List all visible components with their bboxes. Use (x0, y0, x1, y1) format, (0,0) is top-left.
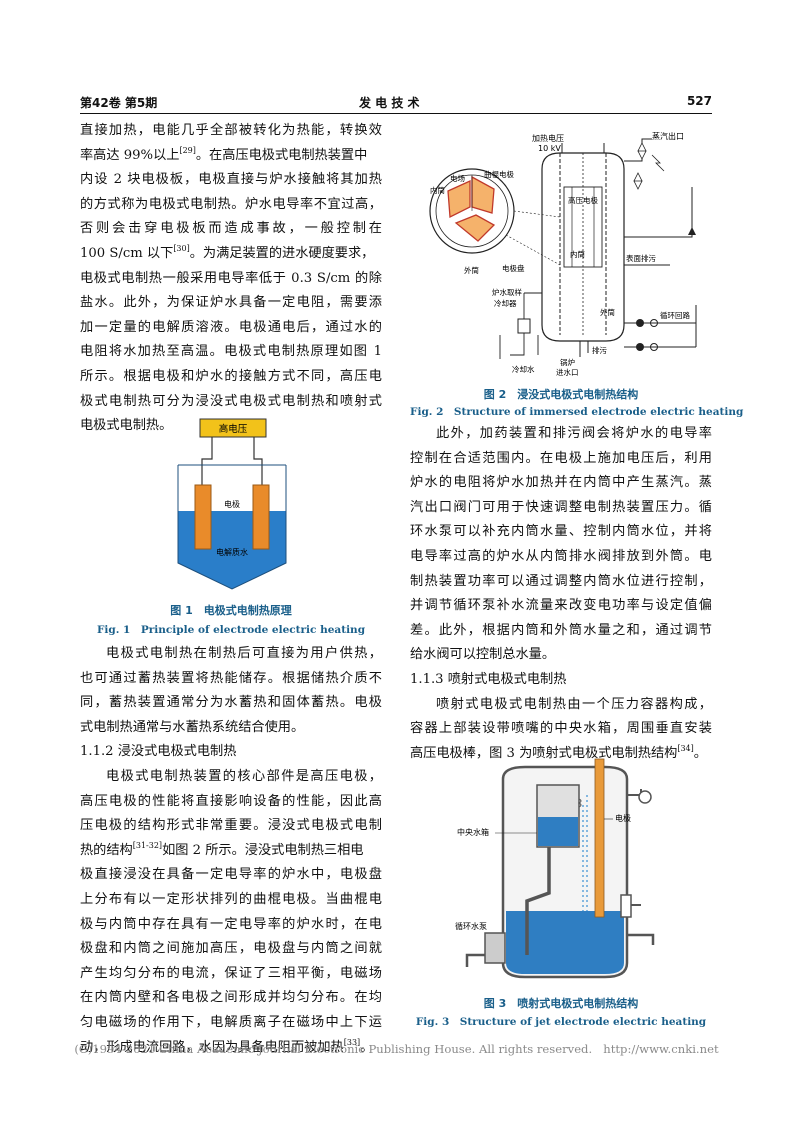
svg-text:高压电极: 高压电极 (568, 195, 598, 205)
journal-name: 发 电 技 术 (359, 96, 420, 110)
fig2-caption-en: Fig. 2 Structure of immersed electrode e… (410, 406, 744, 418)
fig2-caption-cn: 图 2 浸没式电极式电制热结构 (483, 388, 639, 401)
svg-text:循环水泵: 循环水泵 (455, 921, 487, 931)
fig3-pump (484, 932, 506, 964)
svg-text:电极盘: 电极盘 (502, 263, 525, 273)
svg-text:炉水取样: 炉水取样 (492, 287, 522, 297)
page-number: 527 (686, 94, 712, 108)
fig1-caption-cn: 图 1 电极式电制热原理 (170, 604, 292, 617)
fig1-electrode-left (194, 484, 212, 550)
fig3-diagram: 中央水箱 电极 循环水泵 (455, 758, 655, 979)
header-rule (80, 113, 712, 114)
svg-text:电极: 电极 (615, 813, 631, 823)
left-paragraph-2: 电极式电制热在制热后可直接为用户供热， 也可通过蓄热装置将热能储存。根据储热介质… (80, 646, 382, 1055)
copyright-footer: (C)1994-2021 China Academic Journal Elec… (74, 1042, 719, 1056)
fig1-electrode-label: 电极 (224, 499, 240, 509)
svg-text:进水口: 进水口 (556, 367, 579, 377)
footer-url[interactable]: http://www.cnki.net (603, 1042, 719, 1056)
fig3-caption-cn: 图 3 喷射式电极式电制热结构 (483, 997, 639, 1010)
fig1-electrolyte-label: 电解质水 (216, 547, 248, 557)
svg-text:外筒: 外筒 (600, 307, 615, 317)
fig3-electrode (594, 758, 605, 918)
svg-text:曲棍电极: 曲棍电极 (484, 169, 514, 179)
svg-text:循环回路: 循环回路 (660, 310, 690, 320)
right-paragraph-1: 此外，加药装置和排污阀会将炉水的电导率 控制在合适范围内。在电极上施加电压后，利… (410, 426, 712, 761)
svg-text:排污: 排污 (592, 345, 607, 355)
svg-text:内筒: 内筒 (570, 249, 585, 259)
fig3-caption-en: Fig. 3 Structure of jet electrode electr… (415, 1016, 707, 1028)
svg-text:蒸汽出口: 蒸汽出口 (652, 131, 684, 141)
fig1-diagram: 高电压 电极 电解质水 (177, 418, 287, 590)
volume-issue: 第42卷 第5期 (80, 96, 158, 110)
fig1-hv-box (199, 418, 267, 438)
running-header: 第42卷 第5期 发 电 技 术 527 (80, 94, 712, 112)
section-1-1-3-heading: 1.1.3 喷射式电极式电制热 (410, 671, 567, 687)
svg-text:电场: 电场 (450, 173, 465, 183)
left-paragraph-1: 直接加热，电能几乎全部被转化为热能，转换效 率高达 99%以上[29]。在高压电… (80, 123, 382, 434)
svg-text:表面排污: 表面排污 (626, 253, 656, 263)
svg-text:中央水箱: 中央水箱 (457, 827, 489, 837)
svg-text:冷却水: 冷却水 (512, 364, 535, 374)
svg-text:锅炉: 锅炉 (560, 357, 575, 367)
fig2-diagram: 加热电压 10 kV 蒸汽出口 高压电极 内筒 外筒 表面排污 循环回路 电场 … (429, 131, 697, 377)
svg-text:10 kV: 10 kV (538, 144, 561, 153)
svg-text:加热电压: 加热电压 (532, 133, 564, 143)
fig1-electrode-right (252, 484, 270, 550)
svg-text:外筒: 外筒 (464, 265, 479, 275)
fig1-hv-label: 高电压 (219, 423, 248, 435)
fig1-caption-en: Fig. 1 Principle of electrode electric h… (96, 624, 366, 636)
section-1-1-2-heading: 1.1.2 浸没式电极式电制热 (80, 744, 237, 760)
svg-text:冷却器: 冷却器 (494, 298, 517, 308)
svg-text:内筒: 内筒 (430, 185, 445, 195)
